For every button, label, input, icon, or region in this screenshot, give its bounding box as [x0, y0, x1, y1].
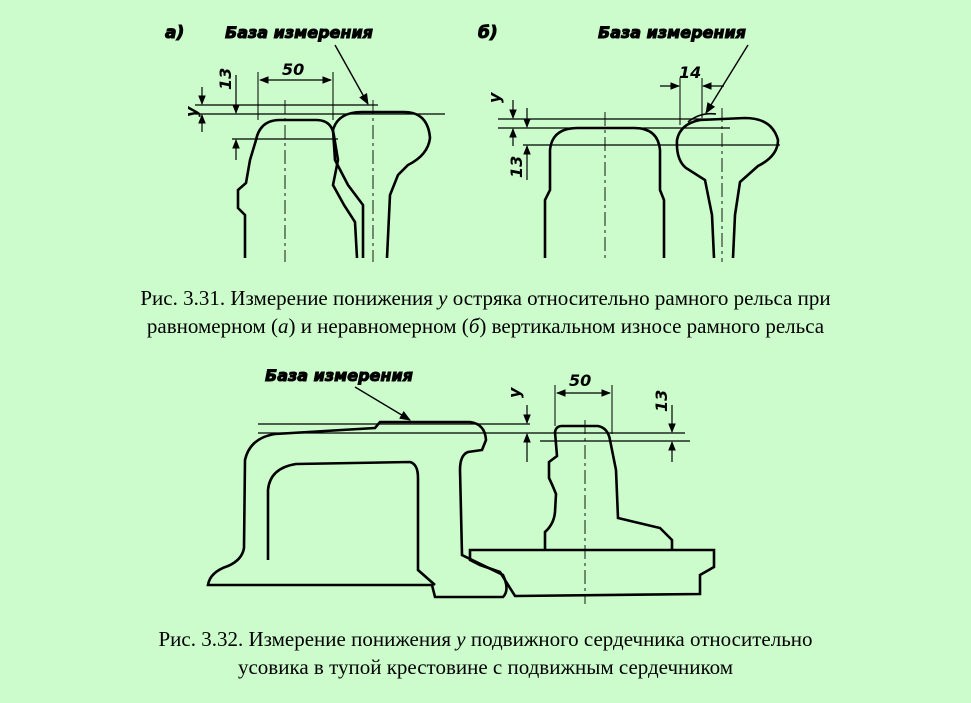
wing-rail-inner: [266, 460, 436, 586]
figure-caption-3-32: Рис. 3.32. Измерение понижения y подвижн…: [0, 625, 971, 681]
caption1-mid2: равномерном (: [146, 314, 278, 338]
caption2-var: y: [456, 627, 466, 651]
wing-rail: [206, 420, 508, 599]
caption1-prefix: Рис. 3.31. Измерение понижения: [140, 286, 439, 310]
leader-c: [354, 386, 411, 421]
base-plate: [468, 548, 716, 598]
caption1-mid1: остряка относительно рамного рельса при: [447, 286, 831, 310]
movable-core: [543, 424, 674, 550]
figure-a-label: а): [165, 23, 184, 43]
base-label-a: База измерения: [225, 23, 373, 42]
dim-y-c: y: [505, 387, 524, 398]
switch-point-rail-a: [236, 118, 359, 259]
figure-b-label: б): [478, 23, 498, 43]
dim-13-b: 13: [507, 156, 526, 178]
dim-y-a: y: [182, 106, 201, 117]
figure-b: б) База измерения: [478, 23, 780, 262]
caption1-a: а: [277, 314, 289, 338]
figure-a: а) База измерения: [165, 23, 445, 262]
caption1-mid3: ) и неравномерном (: [288, 314, 469, 338]
dim-13-a: 13: [216, 68, 235, 90]
caption2-line2: усовика в тупой крестовине с подвижным с…: [237, 655, 734, 679]
stock-rail-a: [331, 110, 432, 259]
leader-b: [705, 44, 749, 114]
figure-caption-3-31: Рис. 3.31. Измерение понижения y остряка…: [0, 284, 971, 340]
base-label-b: База измерения: [598, 23, 746, 42]
dim-50-c: 50: [569, 371, 591, 390]
base-label-c: База измерения: [265, 366, 413, 385]
caption2-prefix: Рис. 3.32. Измерение понижения: [158, 627, 457, 651]
leader-a: [334, 44, 369, 105]
dim-50-a: 50: [282, 60, 304, 79]
caption1-suffix: ) вертикальном износе рамного рельса: [479, 314, 825, 338]
caption1-var: y: [438, 286, 448, 310]
stock-rail-b: [675, 116, 780, 259]
switch-point-rail-b: [543, 126, 666, 258]
caption1-b: б: [468, 314, 480, 338]
dim-14-b: 14: [679, 63, 701, 82]
dim-13-c: 13: [652, 390, 671, 412]
dim-y-b: y: [485, 92, 504, 103]
figure-3-32: База измерения: [206, 366, 716, 604]
caption2-mid: подвижного сердечника относительно: [465, 627, 813, 651]
